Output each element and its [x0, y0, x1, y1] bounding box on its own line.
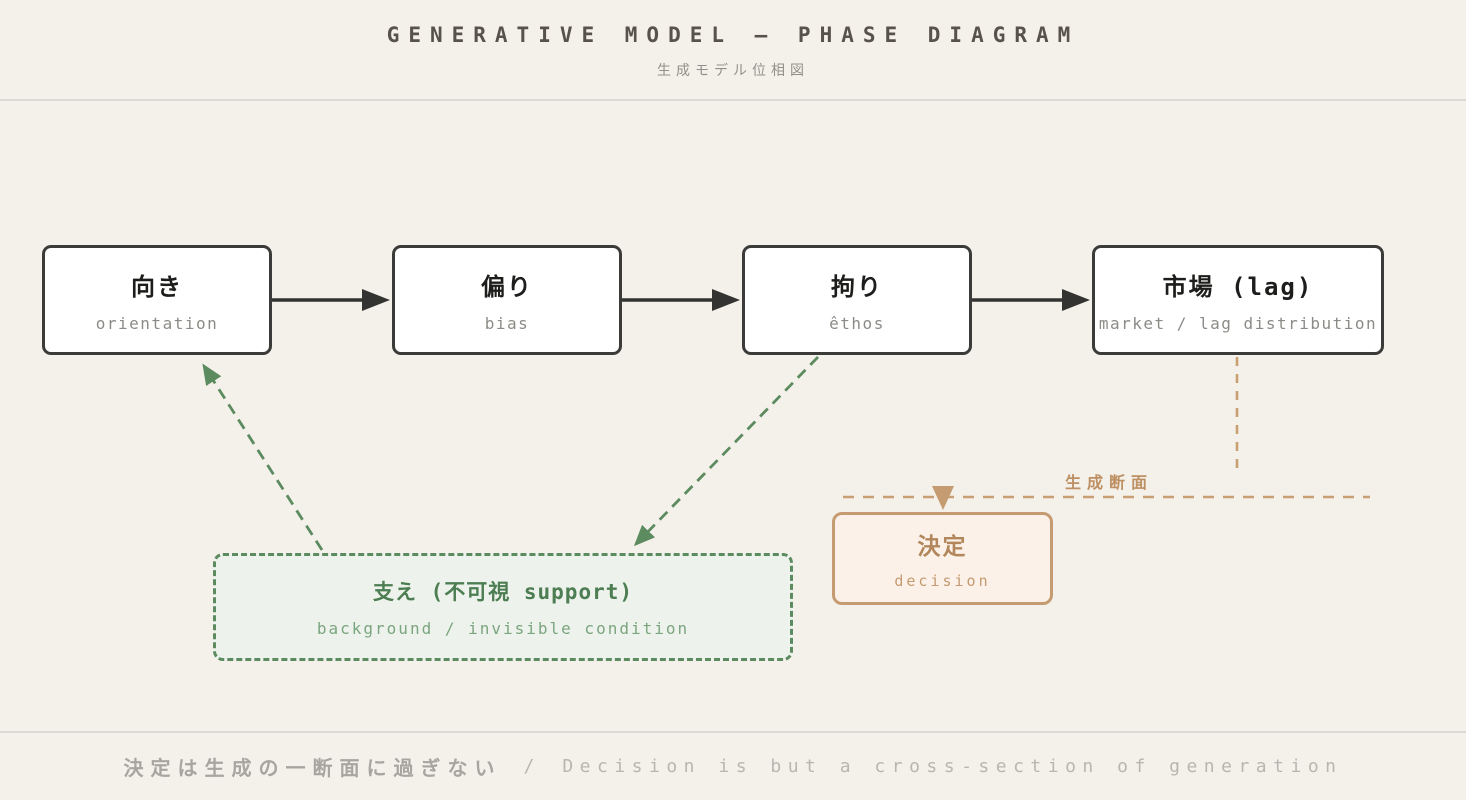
cross-section-label: 生成断面 [1065, 473, 1154, 492]
page-title: GENERATIVE MODEL — PHASE DIAGRAM [386, 23, 1080, 47]
node-orientation: 向き orientation [42, 245, 272, 355]
node-subtitle: bias [484, 314, 530, 333]
support-subtitle: background / invisible condition [316, 619, 690, 638]
node-bias: 偏り bias [392, 245, 622, 355]
page-subtitle: 生成モデル位相図 [657, 63, 809, 79]
arrow-ethos-to-support [633, 356, 820, 547]
arrow-ethos-to-market [972, 289, 1090, 311]
node-subtitle: êthos [829, 314, 885, 333]
footer-caption-en: Decision is but a cross-section of gener… [562, 756, 1343, 777]
footer-separator: / [523, 756, 541, 777]
decision-box: 決定 decision [832, 512, 1053, 605]
arrow-orientation-to-bias [272, 289, 390, 311]
node-ethos: 拘り êthos [742, 245, 972, 355]
decision-title: 決定 [917, 534, 968, 560]
support-box: 支え (不可視 support) background / invisible … [213, 553, 793, 661]
node-market: 市場 (lag) market / lag distribution [1092, 245, 1384, 355]
decision-subtitle: decision [894, 572, 991, 590]
node-title: 偏り [481, 273, 533, 301]
header: GENERATIVE MODEL — PHASE DIAGRAM 生成モデル位相… [0, 0, 1466, 101]
node-title: 向き [131, 273, 183, 301]
arrow-bias-to-ethos [622, 289, 740, 311]
footer: 決定は生成の一断面に過ぎない / Decision is but a cross… [0, 731, 1466, 800]
node-title: 市場 (lag) [1162, 273, 1314, 301]
footer-caption-jp: 決定は生成の一断面に過ぎない [123, 756, 502, 780]
node-title: 拘り [831, 273, 883, 301]
arrow-support-to-orientation [202, 363, 324, 551]
node-subtitle: orientation [95, 314, 219, 333]
arrowhead-to-decision [932, 486, 954, 510]
support-title: 支え (不可視 support) [372, 580, 634, 604]
node-subtitle: market / lag distribution [1098, 314, 1378, 333]
